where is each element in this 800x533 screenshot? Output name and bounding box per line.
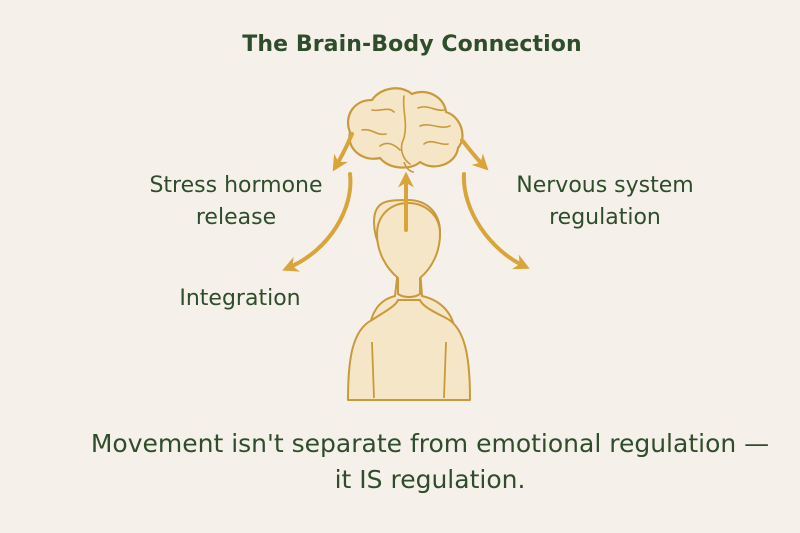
- arrow-nervous-down: [461, 172, 530, 270]
- label-nervous-line1: Nervous system: [516, 173, 694, 198]
- caption-line1: Movement isn't separate from emotional r…: [90, 429, 770, 458]
- arrow-brain-to-nervous: [460, 138, 489, 171]
- diagram-title: The Brain-Body Connection: [242, 32, 582, 57]
- label-nervous-system-regulation: Nervous system regulation: [500, 170, 710, 234]
- label-integration: Integration: [179, 286, 301, 311]
- person-head: [375, 201, 442, 298]
- label-stress-line2: release: [195, 205, 277, 230]
- person-silhouette: [347, 199, 471, 401]
- caption-line2: it IS regulation.: [334, 465, 526, 494]
- label-nervous-line2: regulation: [549, 205, 661, 230]
- curved-arrows: [282, 132, 530, 272]
- label-stress-hormone-release: Stress hormone release: [136, 170, 336, 234]
- arrow-stress-to-integration: [282, 172, 353, 272]
- brain-icon: [346, 87, 464, 173]
- arrow-brain-to-stress: [332, 132, 354, 172]
- person-shoulders: [347, 299, 471, 401]
- diagram-caption: Movement isn't separate from emotional r…: [60, 426, 800, 498]
- person-arm-lines: [371, 341, 447, 399]
- label-stress-line1: Stress hormone: [149, 173, 323, 198]
